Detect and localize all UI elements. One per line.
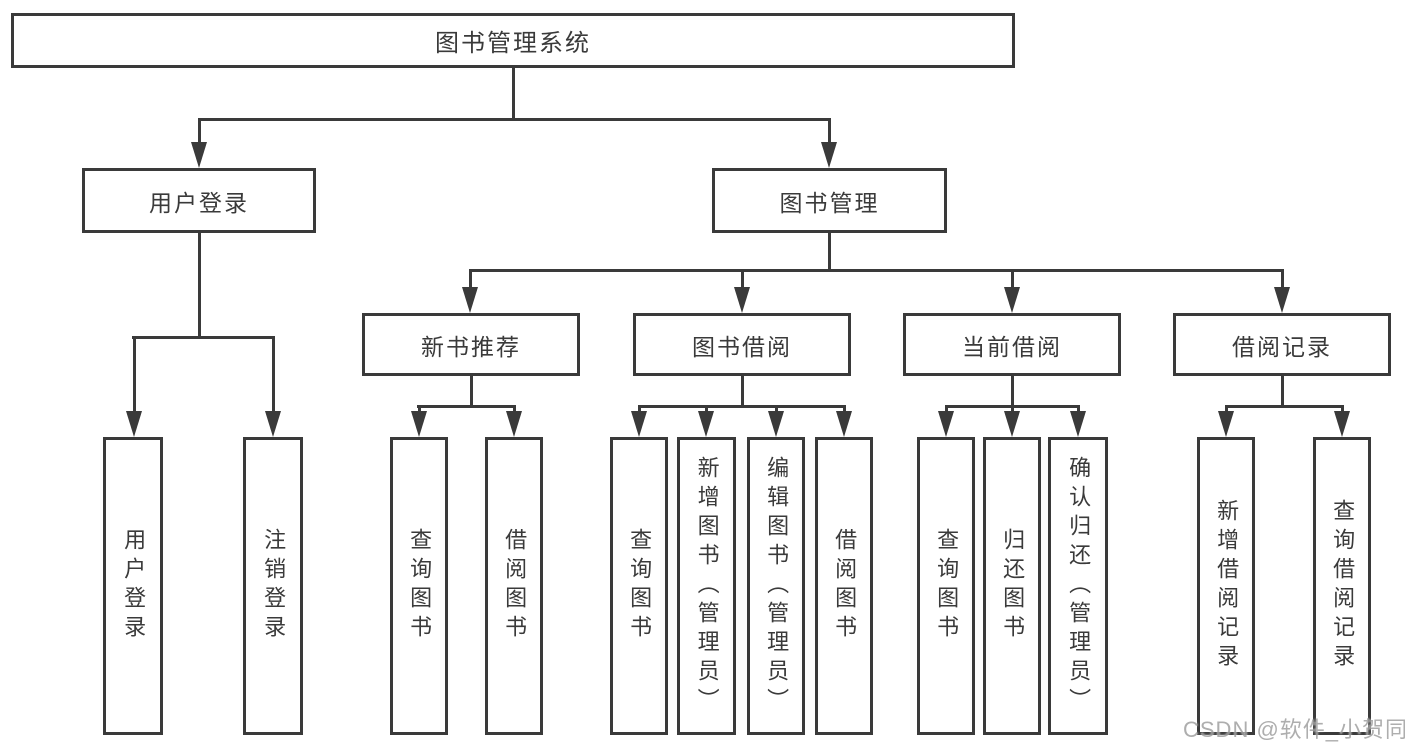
edge-drop-query-books-current <box>945 405 948 414</box>
edge-drop-borrow-books-recommend <box>513 405 516 414</box>
arrowhead-borrow-books-recommend <box>506 411 522 437</box>
edge-recommend-stem <box>470 376 473 407</box>
node-leaf-edit-books-admin: 编辑图书（管理员） <box>747 437 805 735</box>
node-new-book-recommend: 新书推荐 <box>362 313 580 376</box>
node-root: 图书管理系统 <box>11 13 1015 68</box>
arrowhead-confirm-return <box>1070 411 1086 437</box>
arrowhead-leaf-logout <box>265 411 281 437</box>
node-book-management-label: 图书管理 <box>779 189 880 216</box>
node-leaf-borrow-books-recommend-label: 借阅图书 <box>502 528 528 644</box>
edge-root-stem <box>512 68 515 120</box>
node-leaf-confirm-return-admin-label: 确认归还（管理员） <box>1066 455 1092 717</box>
node-user-login: 用户登录 <box>82 168 316 233</box>
node-leaf-add-books-admin: 新增图书（管理员） <box>677 437 736 735</box>
edge-drop-query-borrow-record <box>1341 405 1344 414</box>
arrowhead-query-books-borrow <box>631 411 647 437</box>
edge-current-stem <box>1011 376 1014 407</box>
edge-book-management-stem <box>828 233 831 272</box>
edge-drop-leaf-user-login <box>133 336 136 413</box>
arrowhead-new-book-recommend <box>462 287 478 313</box>
node-leaf-query-books-borrow: 查询图书 <box>610 437 668 735</box>
node-leaf-logout: 注销登录 <box>243 437 303 735</box>
edge-drop-book-borrow <box>741 269 744 289</box>
arrowhead-current-borrow <box>1004 287 1020 313</box>
edge-drop-user-login <box>198 118 201 146</box>
arrowhead-book-borrow <box>734 287 750 313</box>
edge-drop-current-borrow <box>1011 269 1014 289</box>
arrowhead-borrow-books <box>836 411 852 437</box>
node-borrow-records: 借阅记录 <box>1173 313 1391 376</box>
edge-borrow-bar <box>638 405 846 408</box>
node-leaf-query-books-current: 查询图书 <box>917 437 975 735</box>
node-book-borrow-label: 图书借阅 <box>692 333 792 360</box>
node-leaf-query-borrow-record: 查询借阅记录 <box>1313 437 1371 735</box>
node-leaf-query-borrow-record-label: 查询借阅记录 <box>1330 499 1356 673</box>
node-leaf-query-books-borrow-label: 查询图书 <box>627 528 653 644</box>
edge-root-bar <box>198 118 831 121</box>
node-leaf-borrow-books-label: 借阅图书 <box>832 528 858 644</box>
arrowhead-query-borrow-record <box>1334 411 1350 437</box>
node-leaf-add-borrow-record-label: 新增借阅记录 <box>1214 499 1240 673</box>
edge-records-stem <box>1281 376 1284 407</box>
node-leaf-return-books-label: 归还图书 <box>1000 528 1026 644</box>
edge-drop-borrow-books <box>843 405 846 414</box>
arrowhead-borrow-records <box>1274 287 1290 313</box>
node-leaf-user-login-label: 用户登录 <box>121 528 147 644</box>
edge-drop-edit-books-admin <box>775 405 778 414</box>
node-borrow-records-label: 借阅记录 <box>1232 333 1332 360</box>
edge-drop-add-borrow-record <box>1225 405 1228 414</box>
edge-drop-borrow-records <box>1281 269 1284 289</box>
edge-drop-return-books <box>1011 405 1014 414</box>
node-leaf-add-books-admin-label: 新增图书（管理员） <box>694 455 720 717</box>
edge-drop-leaf-logout <box>272 336 275 413</box>
node-leaf-logout-label: 注销登录 <box>261 528 287 644</box>
edge-drop-confirm-return <box>1077 405 1080 414</box>
node-new-book-recommend-label: 新书推荐 <box>421 333 521 360</box>
node-current-borrow-label: 当前借阅 <box>962 333 1062 360</box>
edge-drop-new-book-recommend <box>469 269 472 289</box>
csdn-watermark: CSDN @软件_小贺同学 <box>1183 717 1405 742</box>
edge-drop-book-management <box>828 118 831 146</box>
arrowhead-return-books <box>1004 411 1020 437</box>
node-leaf-query-books-current-label: 查询图书 <box>934 528 960 644</box>
edge-drop-query-books-recommend <box>418 405 421 414</box>
edge-drop-query-books-borrow <box>638 405 641 414</box>
arrowhead-query-books-recommend <box>411 411 427 437</box>
node-leaf-add-borrow-record: 新增借阅记录 <box>1197 437 1255 735</box>
node-leaf-query-books-recommend-label: 查询图书 <box>407 528 433 644</box>
node-root-label: 图书管理系统 <box>435 30 591 57</box>
node-current-borrow: 当前借阅 <box>903 313 1121 376</box>
edge-user-login-bar <box>132 336 275 339</box>
node-leaf-borrow-books: 借阅图书 <box>815 437 873 735</box>
arrowhead-add-borrow-record <box>1218 411 1234 437</box>
node-leaf-confirm-return-admin: 确认归还（管理员） <box>1048 437 1108 735</box>
node-book-borrow: 图书借阅 <box>633 313 851 376</box>
node-leaf-query-books-recommend: 查询图书 <box>390 437 448 735</box>
node-leaf-borrow-books-recommend: 借阅图书 <box>485 437 543 735</box>
node-leaf-user-login: 用户登录 <box>103 437 163 735</box>
edge-records-bar <box>1225 405 1344 408</box>
edge-borrow-stem <box>741 376 744 407</box>
edge-drop-add-books-admin <box>705 405 708 414</box>
node-leaf-return-books: 归还图书 <box>983 437 1041 735</box>
node-leaf-edit-books-admin-label: 编辑图书（管理员） <box>764 455 790 717</box>
edge-user-login-stem <box>198 233 201 339</box>
arrowhead-query-books-current <box>938 411 954 437</box>
arrowhead-add-books-admin <box>698 411 714 437</box>
node-user-login-label: 用户登录 <box>149 189 249 216</box>
node-book-management: 图书管理 <box>712 168 947 233</box>
arrowhead-leaf-user-login <box>126 411 142 437</box>
arrowhead-user-login <box>191 142 207 168</box>
edge-recommend-bar <box>417 405 516 408</box>
edge-book-management-bar <box>469 269 1284 272</box>
arrowhead-edit-books-admin <box>768 411 784 437</box>
arrowhead-book-management <box>821 142 837 168</box>
